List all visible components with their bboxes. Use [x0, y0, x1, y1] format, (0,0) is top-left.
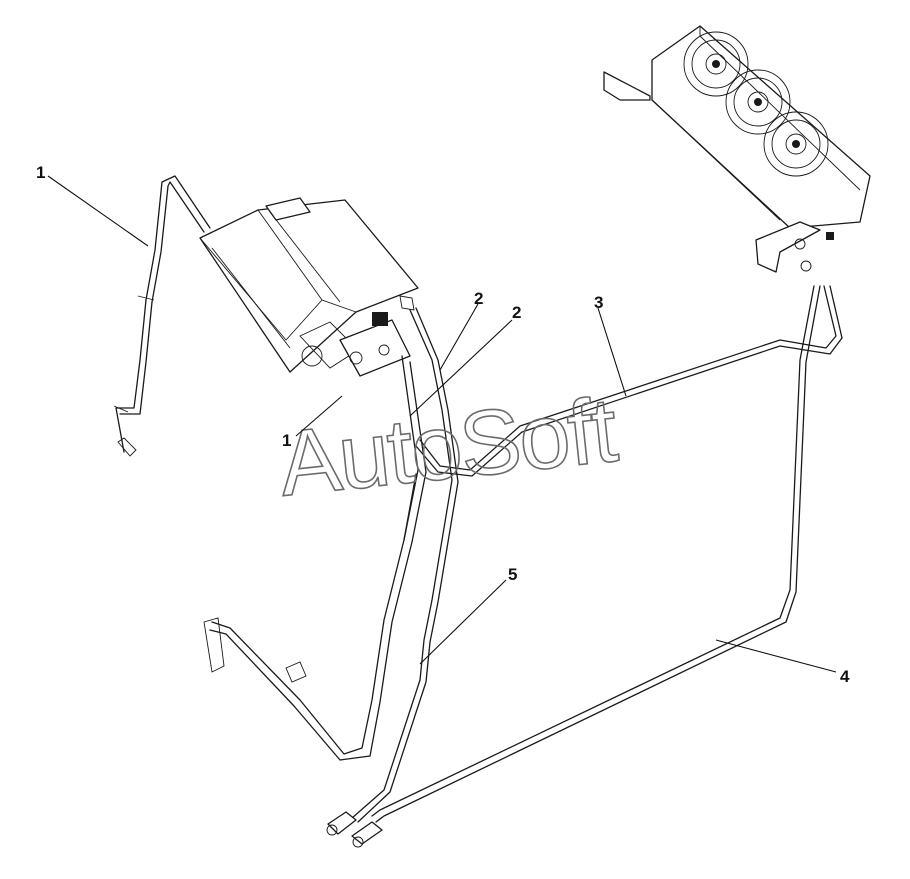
fan-1	[683, 31, 749, 97]
callout-1-low: 1	[282, 431, 291, 450]
hose-4	[371, 285, 821, 823]
hose-fittings	[326, 811, 383, 848]
callout-3: 3	[594, 293, 603, 312]
evaporator-unit	[199, 197, 419, 377]
hose-3	[415, 285, 843, 477]
callout-5: 5	[508, 565, 517, 584]
condenser-fan-unit	[603, 25, 871, 273]
fan-2	[725, 69, 791, 135]
watermark-text: AutoSoft	[274, 379, 621, 516]
leader-lines	[47, 175, 837, 673]
fan-3	[763, 111, 829, 177]
callout-4: 4	[840, 667, 850, 686]
callout-2-b: 2	[512, 303, 521, 322]
hose-5	[203, 307, 459, 823]
callout-2-a: 2	[474, 289, 483, 308]
drain-tube	[113, 175, 211, 457]
callout-1-top: 1	[36, 163, 45, 182]
